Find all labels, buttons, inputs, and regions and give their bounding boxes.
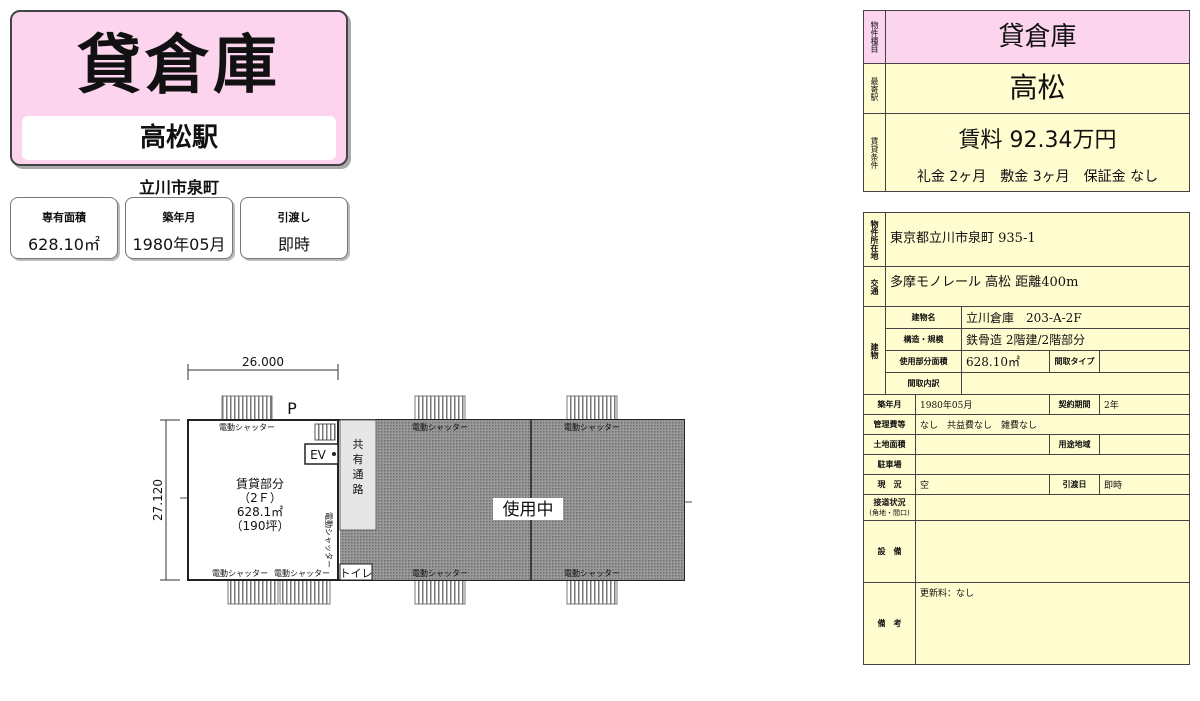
mgmt-label: 管理費等 bbox=[864, 415, 916, 435]
equip-value bbox=[916, 521, 1189, 583]
shutter-label: 電動シャッター bbox=[274, 569, 330, 578]
built-label: 築年月 bbox=[864, 395, 916, 415]
remarks-value: 更新料：なし bbox=[920, 589, 975, 599]
rental-area-line: （2Ｆ） bbox=[238, 491, 282, 505]
conditions-label: 賃貸条件 bbox=[864, 114, 886, 192]
corridor-label: 共有通路 bbox=[353, 438, 364, 496]
area-label: 使用部分面積 bbox=[886, 351, 962, 373]
address-value: 東京都立川市泉町 935-1 bbox=[886, 213, 1189, 267]
parking-label: 駐車場 bbox=[864, 455, 916, 475]
status-value: 空 bbox=[916, 475, 1050, 495]
layout-detail-label: 間取内訳 bbox=[886, 373, 962, 395]
summary-row-station: 最寄駅 高松 bbox=[864, 64, 1189, 114]
contract-value: 2年 bbox=[1100, 395, 1189, 415]
station-value: 高松 bbox=[1009, 71, 1066, 104]
equip-label: 設 備 bbox=[864, 521, 916, 583]
rent-value: 賃料 92.34万円 bbox=[958, 128, 1117, 153]
summary-row-conditions: 賃貸条件 賃料 92.34万円 礼金 2ヶ月 敷金 3ヶ月 保証金 なし bbox=[864, 114, 1189, 192]
title-card: 貸倉庫 高松駅 bbox=[10, 10, 348, 166]
struct-value: 鉄骨造 2階建/2階部分 bbox=[962, 329, 1189, 351]
traffic-label: 交通 bbox=[864, 267, 886, 307]
conditions: 賃料 92.34万円 礼金 2ヶ月 敷金 3ヶ月 保証金 なし bbox=[886, 114, 1189, 192]
road-label-main: 接道状況 bbox=[873, 498, 906, 507]
station-name: 高松駅 bbox=[22, 116, 336, 160]
detail-table: 物件所在地 東京都立川市泉町 935-1 交通 多摩モノレール 高松 距離400… bbox=[863, 212, 1190, 665]
area-value: 628.10㎡ bbox=[962, 351, 1050, 373]
shutter-label: 電動シャッター bbox=[219, 423, 275, 432]
road-label: 接道状況 (角地・間口) bbox=[864, 495, 916, 521]
rental-area-line: 賃貸部分 bbox=[236, 476, 284, 491]
corridor-char: 通 bbox=[353, 468, 364, 481]
remarks-label: 備 考 bbox=[864, 583, 916, 664]
height-dimension: 27.120 bbox=[151, 479, 165, 521]
spec-card-built: 築年月 1980年05月 bbox=[125, 197, 233, 259]
fees-value: 礼金 2ヶ月 敷金 3ヶ月 保証金 なし bbox=[916, 169, 1159, 185]
floor-plan: 26.000 27.120 EV トイレ bbox=[150, 350, 695, 610]
spec-label: 引渡し bbox=[277, 211, 311, 224]
bname-value: 立川倉庫 203-A-2F bbox=[962, 307, 1189, 329]
toilet-label: トイレ bbox=[340, 567, 373, 580]
spec-card-area: 専有面積 628.10㎡ bbox=[10, 197, 118, 259]
corridor-char: 共 bbox=[353, 438, 364, 451]
road-label-sub: (角地・間口) bbox=[869, 509, 910, 517]
parking-value bbox=[916, 455, 1189, 475]
struct-label: 構造・規模 bbox=[886, 329, 962, 351]
spec-value: 1980年05月 bbox=[132, 235, 226, 254]
status-label: 現 況 bbox=[864, 475, 916, 495]
address-short: 立川市泉町 bbox=[138, 178, 219, 197]
contract-label: 契約期間 bbox=[1050, 395, 1100, 415]
layout-type-value bbox=[1100, 351, 1189, 373]
built-value: 1980年05月 bbox=[916, 395, 1050, 415]
building-label: 建物 bbox=[864, 307, 886, 395]
floor-plan-drawing: 26.000 27.120 EV トイレ bbox=[151, 355, 692, 605]
station-label: 最寄駅 bbox=[864, 64, 886, 113]
land-value bbox=[916, 435, 1050, 455]
delivery-value: 即時 bbox=[1100, 475, 1189, 495]
address-label: 物件所在地 bbox=[864, 213, 886, 267]
width-dimension: 26.000 bbox=[242, 355, 284, 369]
bname-label: 建物名 bbox=[886, 307, 962, 329]
corridor-char: 路 bbox=[353, 483, 364, 496]
spec-value: 即時 bbox=[277, 235, 310, 254]
layout-type-label: 間取タイプ bbox=[1050, 351, 1100, 373]
shutter-label: 電動シャッター bbox=[412, 569, 468, 578]
spec-label: 専有面積 bbox=[42, 211, 86, 224]
shutter-label: 電動シャッター bbox=[412, 423, 468, 432]
summary-table: 物件種目 貸倉庫 最寄駅 高松 賃貸条件 賃料 92.34万円 礼金 2ヶ月 敷… bbox=[863, 10, 1190, 192]
land-label: 土地面積 bbox=[864, 435, 916, 455]
ev-label: EV bbox=[310, 448, 327, 462]
summary-row-type: 物件種目 貸倉庫 bbox=[864, 11, 1189, 64]
rental-area-line: 628.1㎡ bbox=[237, 505, 283, 519]
spec-card-delivery: 引渡し 即時 bbox=[240, 197, 348, 259]
road-value bbox=[916, 495, 1189, 521]
type-value: 貸倉庫 bbox=[998, 22, 1077, 52]
use-value bbox=[1100, 435, 1189, 455]
corridor-char: 有 bbox=[353, 452, 364, 466]
spec-label: 築年月 bbox=[162, 211, 196, 224]
type-label: 物件種目 bbox=[864, 11, 886, 63]
delivery-label: 引渡日 bbox=[1050, 475, 1100, 495]
shutter-label: 電動シャッター bbox=[564, 423, 620, 432]
use-label: 用途地域 bbox=[1050, 435, 1100, 455]
property-type-title: 貸倉庫 bbox=[77, 29, 281, 103]
rental-area-line: （190坪） bbox=[231, 519, 290, 533]
mgmt-value: なし 共益費なし 雑費なし bbox=[916, 415, 1189, 435]
traffic-value: 多摩モノレール 高松 距離400m bbox=[886, 267, 1189, 307]
spec-value: 628.10㎡ bbox=[28, 235, 100, 254]
layout-detail-value bbox=[962, 373, 1189, 395]
parking-label: P bbox=[287, 399, 297, 418]
shutter-label-vertical: 電動シャッター bbox=[324, 512, 333, 568]
shutter-label: 電動シャッター bbox=[564, 569, 620, 578]
in-use-label: 使用中 bbox=[503, 499, 554, 520]
shutter-label: 電動シャッター bbox=[212, 569, 268, 578]
